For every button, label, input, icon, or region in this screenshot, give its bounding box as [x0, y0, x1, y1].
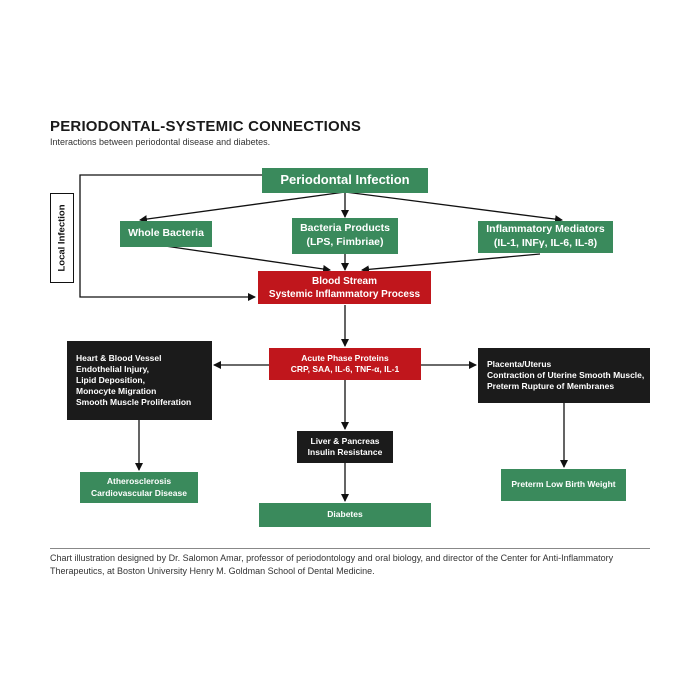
inflammatory-mediators-node: Inflammatory Mediators (IL-1, INFγ, IL-6… [478, 221, 613, 253]
placenta-line-3: Preterm Rupture of Membranes [487, 381, 615, 392]
placenta-line-2: Contraction of Uterine Smooth Muscle, [487, 369, 645, 380]
acute-phase-line2: CRP, SAA, IL-6, TNF-α, IL-1 [290, 364, 400, 374]
bacteria-products-node: Bacteria Products (LPS, Fimbriae) [292, 218, 398, 254]
periodontal-infection-text: Periodontal Infection [280, 172, 410, 188]
blood-stream-line2: Systemic Inflammatory Process [268, 288, 421, 300]
blood-stream-line1: Blood Stream [311, 275, 377, 287]
arrow-mediators-to-blood [361, 253, 541, 274]
figure-caption: Chart illustration designed by Dr. Salom… [50, 553, 614, 577]
arrow-to-inflammatory-mediators [344, 191, 563, 224]
page-subtitle: Interactions between periodontal disease… [50, 137, 271, 147]
preterm-low-birth-weight-node: Preterm Low Birth Weight [501, 469, 626, 501]
caption-divider [50, 548, 650, 549]
arrow-to-whole-bacteria [139, 191, 346, 224]
bacteria-products-line2: (LPS, Fimbriae) [306, 236, 384, 248]
placenta-line-1: Placenta/Uterus [487, 358, 552, 369]
liver-pancreas-node: Liver & Pancreas Insulin Resistance [297, 431, 393, 463]
placenta-uterus-node: Placenta/Uterus Contraction of Uterine S… [478, 348, 650, 403]
local-infection-loop-line [79, 174, 262, 301]
heart-line-4: Monocyte Migration [76, 386, 157, 397]
liver-pancreas-line2: Insulin Resistance [307, 447, 383, 457]
inflammatory-mediators-line1: Inflammatory Mediators [486, 223, 605, 236]
whole-bacteria-text: Whole Bacteria [128, 227, 204, 240]
heart-line-5: Smooth Muscle Proliferation [76, 397, 192, 408]
local-infection-text: Local Infection [56, 204, 68, 272]
liver-pancreas-line1: Liver & Pancreas [310, 435, 380, 446]
whole-bacteria-node: Whole Bacteria [120, 221, 212, 247]
arrow-whole-bacteria-to-blood [164, 245, 331, 273]
preterm-text: Preterm Low Birth Weight [511, 479, 616, 490]
heart-blood-vessel-node: Heart & Blood Vessel Endothelial Injury,… [67, 341, 212, 420]
blood-stream-node: Blood Stream Systemic Inflammatory Proce… [258, 271, 431, 304]
atherosclerosis-line2: Cardiovascular Disease [91, 487, 187, 498]
bacteria-products-line1: Bacteria Products [300, 222, 390, 235]
inflammatory-mediators-line2: (IL-1, INFγ, IL-6, IL-8) [493, 237, 598, 249]
diabetes-node: Diabetes [259, 503, 431, 527]
heart-line-3: Lipid Deposition, [76, 374, 145, 385]
diabetes-text: Diabetes [327, 509, 363, 520]
acute-phase-proteins-node: Acute Phase Proteins CRP, SAA, IL-6, TNF… [269, 348, 421, 380]
atherosclerosis-line1: Atherosclerosis [106, 476, 172, 487]
acute-phase-line1: Acute Phase Proteins [301, 352, 389, 363]
atherosclerosis-node: Atherosclerosis Cardiovascular Disease [80, 472, 198, 503]
heart-line-2: Endothelial Injury, [76, 363, 150, 374]
page-title: PERIODONTAL-SYSTEMIC CONNECTIONS [50, 118, 362, 135]
local-infection-label: Local Infection [50, 193, 74, 283]
heart-line-1: Heart & Blood Vessel [76, 352, 162, 363]
periodontal-infection-node: Periodontal Infection [262, 168, 428, 193]
